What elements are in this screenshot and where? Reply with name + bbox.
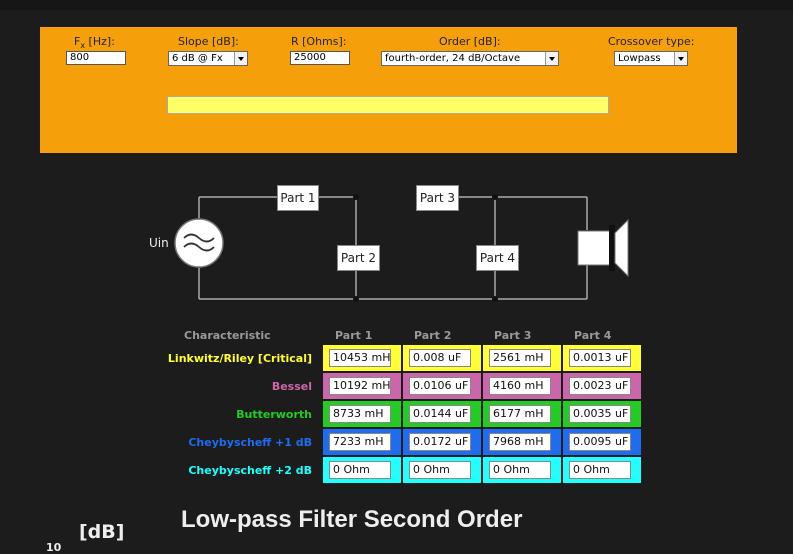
chevron-down-icon [545,52,558,65]
chevron-down-icon [234,52,247,65]
slope-select[interactable]: 6 dB @ Fx [168,51,248,66]
result-value-field[interactable]: 0 Ohm [569,461,631,479]
result-value-field[interactable]: 0 Ohm [329,461,391,479]
result-cell: 10453 mH [323,345,401,371]
junction-dot [353,194,359,200]
part-1-box: Part 1 [277,185,319,211]
row-label: Butterworth [236,408,312,421]
fx-label: Fx [Hz]: [74,35,115,51]
row-label: Bessel [271,380,312,393]
part-2-box: Part 2 [337,245,380,271]
result-value-field[interactable]: 0.0095 uF [569,433,631,451]
result-value-field[interactable]: 8733 mH [329,405,391,423]
result-value-field[interactable]: 0.0144 uF [409,405,471,423]
header-part-1: Part 1 [335,329,373,342]
result-cell: 0.008 uF [403,345,481,371]
result-cell: 10192 mH [323,373,401,399]
row-label: Linkwitz/Riley [Critical] [167,352,312,365]
r-input[interactable]: 25000 [290,51,350,65]
result-value-field[interactable]: 4160 mH [489,377,551,395]
result-cell: 0.0023 uF [563,373,641,399]
result-value-field[interactable]: 7968 mH [489,433,551,451]
result-value-field[interactable]: 0.0013 uF [569,349,631,367]
part-4-box: Part 4 [476,245,519,271]
result-value-field[interactable]: 0.0035 uF [569,405,631,423]
order-select[interactable]: fourth-order, 24 dB/Octave [381,51,559,66]
result-cell: 0.0172 uF [403,429,481,455]
part-3-box: Part 3 [416,185,459,211]
result-cell: 0 Ohm [483,457,561,483]
junction-dot [492,296,498,302]
result-value-field[interactable]: 10192 mH [329,377,391,395]
header-part-3: Part 3 [494,329,532,342]
result-value-field[interactable]: 0 Ohm [409,461,471,479]
slope-select-value: 6 dB @ Fx [172,53,223,64]
result-value-field[interactable]: 0 Ohm [489,461,551,479]
ac-source-icon [174,218,224,268]
uin-label: Uin [149,236,169,250]
result-cell: 0.0013 uF [563,345,641,371]
header-characteristic: Characteristic [184,329,271,342]
crossover-select[interactable]: Lowpass [614,51,688,66]
row-label: Cheybyscheff +1 dB [188,436,312,449]
header-part-4: Part 4 [574,329,612,342]
result-value-field[interactable]: 2561 mH [489,349,551,367]
circuit-diagram [174,194,629,302]
result-value-field[interactable]: 7233 mH [329,433,391,451]
result-cell: 2561 mH [483,345,561,371]
crossover-label: Crossover type: [608,35,695,48]
settings-panel: Fx [Hz]: 800 Slope [dB]: 6 dB @ Fx R [Oh… [40,27,737,153]
result-value-field[interactable]: 10453 mH [329,349,391,367]
speaker-icon [577,218,629,278]
message-bar [167,96,609,114]
result-cell: 7968 mH [483,429,561,455]
result-cell: 8733 mH [323,401,401,427]
result-value-field[interactable]: 0.0023 uF [569,377,631,395]
result-cell: 4160 mH [483,373,561,399]
r-label: R [Ohms]: [291,35,347,48]
result-value-field[interactable]: 6177 mH [489,405,551,423]
result-cell: 7233 mH [323,429,401,455]
crossover-select-value: Lowpass [618,53,661,64]
junction-dot [353,296,359,302]
result-cell: 6177 mH [483,401,561,427]
result-cell: 0 Ohm [563,457,641,483]
result-value-field[interactable]: 0.008 uF [409,349,471,367]
junction-dot [492,194,498,200]
row-label: Cheybyscheff +2 dB [188,464,312,477]
result-cell: 0.0035 uF [563,401,641,427]
result-value-field[interactable]: 0.0172 uF [409,433,471,451]
result-cell: 0.0106 uF [403,373,481,399]
result-value-field[interactable]: 0.0106 uF [409,377,471,395]
result-cell: 0.0095 uF [563,429,641,455]
slope-label: Slope [dB]: [178,35,239,48]
fx-input[interactable]: 800 [66,51,126,65]
result-cell: 0 Ohm [323,457,401,483]
chevron-down-icon [674,52,687,65]
y-axis-unit: [dB] [79,521,125,543]
chart-title: Low-pass Filter Second Order [181,506,523,533]
result-cell: 0 Ohm [403,457,481,483]
top-edge [0,0,793,10]
header-part-2: Part 2 [414,329,452,342]
result-cell: 0.0144 uF [403,401,481,427]
order-select-value: fourth-order, 24 dB/Octave [385,53,521,64]
order-label: Order [dB]: [439,35,501,48]
y-axis-tick: 10 [46,541,62,554]
